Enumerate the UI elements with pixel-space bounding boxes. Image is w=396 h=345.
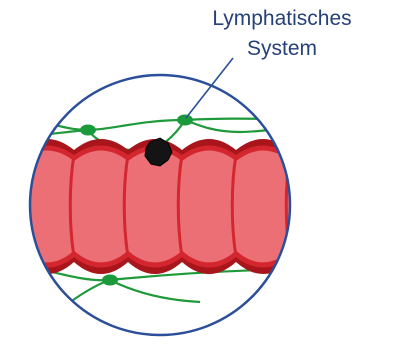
- lymph-node: [80, 125, 96, 136]
- lymph-node: [177, 115, 193, 126]
- lymph-system-label: Lymphatisches System: [182, 4, 382, 64]
- label-line-1: Lymphatisches: [182, 4, 382, 34]
- label-line-2: System: [182, 34, 382, 64]
- lymph-node: [102, 275, 118, 286]
